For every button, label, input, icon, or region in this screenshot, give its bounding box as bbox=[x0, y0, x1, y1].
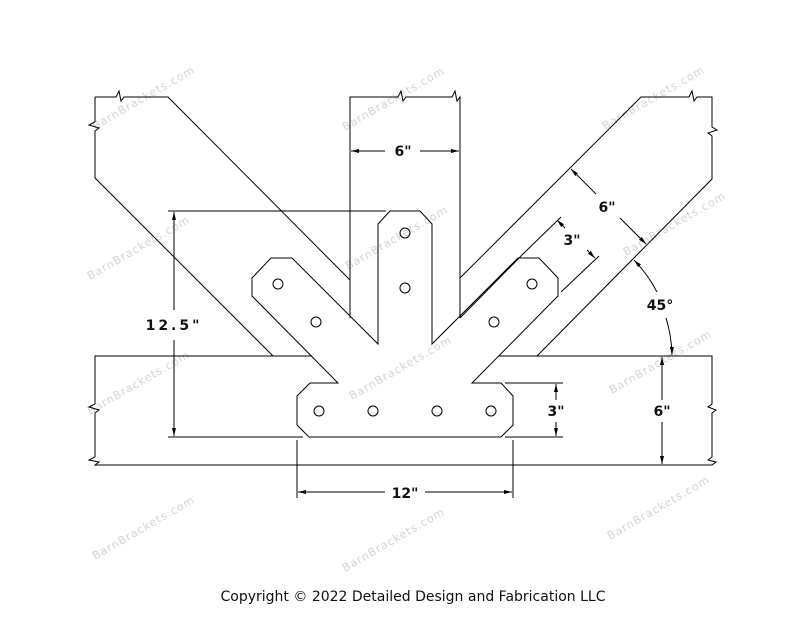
watermark: BarnBrackets.com bbox=[90, 63, 197, 132]
watermark: BarnBrackets.com bbox=[621, 189, 728, 258]
dim-label: 3" bbox=[563, 233, 580, 249]
watermark: BarnBrackets.com bbox=[340, 505, 447, 574]
watermark: BarnBrackets.com bbox=[340, 64, 447, 133]
watermark: BarnBrackets.com bbox=[607, 327, 714, 396]
dim-label: 12" bbox=[392, 486, 419, 502]
bolt-hole bbox=[272, 278, 284, 290]
copyright-footer: Copyright © 2022 Detailed Design and Fab… bbox=[220, 589, 606, 605]
vertical-post bbox=[349, 89, 461, 318]
watermark: BarnBrackets.com bbox=[85, 213, 192, 282]
dimension-beam-depth: 6" bbox=[653, 357, 671, 464]
bolt-hole bbox=[313, 405, 325, 417]
dimension-post-width: 6" bbox=[351, 144, 459, 160]
bolt-hole bbox=[431, 405, 443, 417]
left-brace bbox=[87, 89, 351, 357]
dimension-brace-width: 6" bbox=[570, 168, 647, 245]
bolt-hole bbox=[488, 316, 500, 328]
watermark: BarnBrackets.com bbox=[347, 333, 454, 402]
bolt-hole bbox=[367, 405, 379, 417]
dim-label: 3" bbox=[547, 404, 564, 420]
bolt-hole bbox=[526, 278, 538, 290]
bracket-plate bbox=[251, 210, 559, 438]
dim-label: 6" bbox=[394, 144, 411, 160]
dim-label: 45° bbox=[647, 298, 673, 314]
watermark: BarnBrackets.com bbox=[605, 473, 712, 542]
dim-label: 6" bbox=[598, 200, 615, 216]
dim-label: 12.5" bbox=[146, 318, 203, 334]
dimension-bracket-height: 12.5" bbox=[146, 210, 386, 438]
dimension-leg-height: 3" bbox=[505, 382, 565, 438]
bolt-hole bbox=[399, 282, 411, 294]
watermark: BarnBrackets.com bbox=[343, 203, 450, 272]
bolt-hole bbox=[485, 405, 497, 417]
watermark: BarnBrackets.com bbox=[90, 493, 197, 562]
bolt-hole bbox=[310, 316, 322, 328]
bolt-hole bbox=[399, 227, 411, 239]
horizontal-beam bbox=[87, 355, 718, 466]
dimension-bracket-width: 12" bbox=[296, 440, 514, 502]
right-brace bbox=[459, 89, 719, 357]
dimension-arm-width: 3" bbox=[522, 216, 600, 293]
dim-label: 6" bbox=[653, 404, 670, 420]
bolt-holes bbox=[272, 227, 538, 417]
watermark: BarnBrackets.com bbox=[85, 348, 192, 417]
dimension-brace-angle: 45° bbox=[633, 259, 674, 356]
